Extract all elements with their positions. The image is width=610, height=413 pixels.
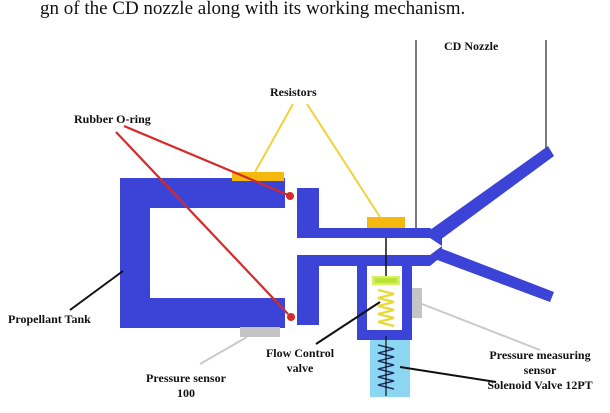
resistor-left [232, 172, 284, 181]
valve-cap-inner [375, 278, 397, 283]
pressure-sensor-100-pad [240, 327, 280, 337]
oring-top [286, 192, 294, 200]
flow-channel-top [297, 228, 442, 246]
flow-control-label-line1: Flow Control [266, 346, 335, 360]
rubber-oring-label: Rubber O-ring [74, 112, 151, 126]
oring-leader-top [123, 124, 289, 197]
pressure-measuring-label-line2: sensor [524, 363, 557, 377]
solenoid-leader [399, 366, 497, 383]
solenoid-valve-label: Solenoid Valve 12PT [487, 378, 592, 392]
chamber-plate-bottom [297, 255, 319, 325]
chamber-plate-top [297, 188, 319, 236]
resistor-right [367, 217, 405, 228]
resistors-label: Resistors [270, 85, 317, 99]
flow-control-label-line2: valve [287, 361, 314, 375]
cd-nozzle-label: CD Nozzle [444, 39, 499, 53]
flow-control-spring [377, 288, 395, 328]
valve-housing [357, 255, 412, 340]
flow-channel-bottom [297, 246, 442, 266]
pressure-sensor-100-leader [199, 336, 248, 365]
resistors-leader-right [306, 103, 381, 218]
pressure-measuring-sensor-pad [412, 288, 422, 318]
propellant-tank [120, 178, 285, 328]
oring-bottom [287, 313, 295, 321]
pressure-sensor-label-line1: Pressure sensor [146, 371, 227, 385]
pressure-sensor-label-line2: 100 [177, 386, 195, 400]
oring-leader-bottom [115, 131, 289, 315]
nozzle-diverging-upper [430, 146, 554, 240]
propellant-tank-leader [69, 270, 124, 311]
pressure-measuring-leader [421, 303, 541, 351]
pressure-measuring-label-line1: Pressure measuring [489, 348, 590, 362]
resistors-leader-left [254, 103, 294, 173]
propellant-tank-label: Propellant Tank [8, 312, 91, 326]
flow-control-leader [315, 301, 381, 345]
nozzle-diverging-lower [432, 248, 554, 302]
caption-fragment: gn of the CD nozzle along with its worki… [40, 0, 465, 19]
